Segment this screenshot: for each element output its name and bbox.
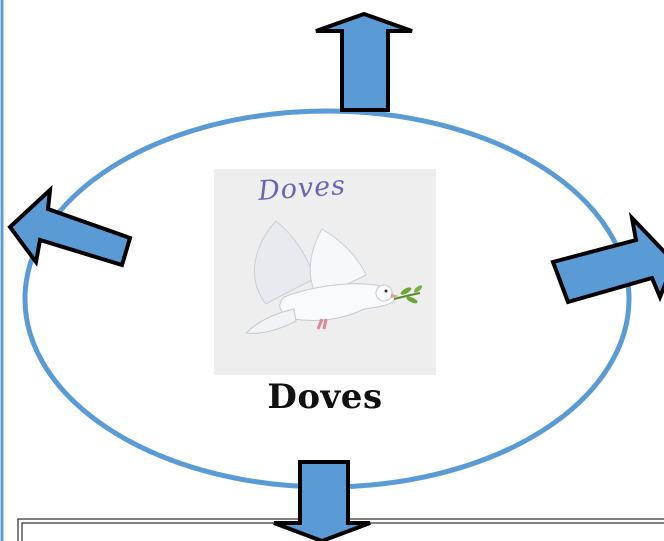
logo-wordmark: Doves xyxy=(257,170,347,207)
arrow-up-shape xyxy=(316,14,412,110)
arrow-down-shape xyxy=(274,462,370,541)
center-label: Doves xyxy=(190,380,460,414)
doves-logo-image: Doves xyxy=(214,169,436,375)
